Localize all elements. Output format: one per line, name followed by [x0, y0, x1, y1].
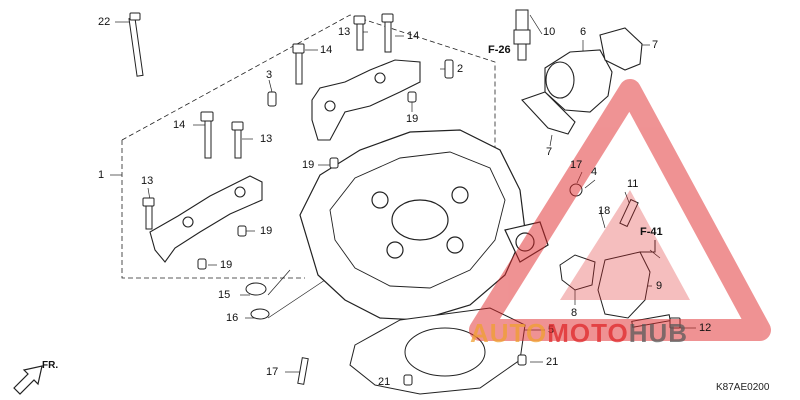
watermark-hub: HUB: [628, 318, 689, 348]
callout-1: 1: [98, 169, 105, 181]
callout-15: 15: [218, 289, 231, 301]
callout-19: 19: [260, 225, 273, 237]
watermark-moto: MOTO: [547, 318, 629, 348]
callout-3: 3: [266, 69, 273, 81]
camshaft-holders: [149, 59, 421, 263]
callout-19: 19: [406, 113, 419, 125]
callout-22: 22: [98, 16, 111, 28]
ref-f26: F-26: [488, 44, 511, 56]
callout-19: 19: [220, 259, 233, 271]
watermark-auto: AUTO: [470, 318, 548, 348]
front-label: FR.: [42, 360, 59, 371]
callout-13: 13: [141, 175, 154, 187]
dowel-pins: [197, 59, 527, 386]
callout-7: 7: [652, 39, 659, 51]
callout-21: 21: [546, 356, 559, 368]
callout-16: 16: [226, 312, 239, 324]
callout-14: 14: [173, 119, 186, 131]
watermark-text: AUTOMOTOHUB: [470, 318, 688, 349]
diagram-code: K87AE0200: [716, 382, 770, 393]
callout-8: 8: [571, 307, 578, 319]
callout-12: 12: [699, 322, 712, 334]
spark-plug: [513, 9, 531, 61]
callout-4: 4: [591, 166, 598, 178]
callout-7: 7: [546, 146, 553, 158]
callout-20: 17: [266, 366, 279, 378]
f41-arrow-icon: [640, 240, 656, 253]
callout-6: 6: [580, 26, 587, 38]
callout-18: 18: [598, 205, 611, 217]
callout-9: 9: [656, 280, 663, 292]
watermark-logo: [469, 79, 771, 341]
assembly-outline: [121, 14, 496, 279]
front-arrow-icon: [13, 365, 43, 395]
callout-10: 10: [543, 26, 556, 38]
callout-2: 2: [457, 63, 464, 75]
callout-21: 21: [378, 376, 391, 388]
callout-5: 5: [548, 324, 555, 336]
callout-14: 14: [407, 30, 420, 42]
callout-14: 14: [320, 44, 333, 56]
callout-11: 11: [627, 178, 639, 190]
callout-19: 19: [302, 159, 315, 171]
callout-17: 17: [570, 159, 583, 171]
insulator: [521, 27, 643, 135]
cylinder-head: [299, 129, 549, 321]
callout-13: 13: [260, 133, 273, 145]
callout-13: 13: [338, 26, 351, 38]
ref-f41: F-41: [640, 226, 663, 238]
